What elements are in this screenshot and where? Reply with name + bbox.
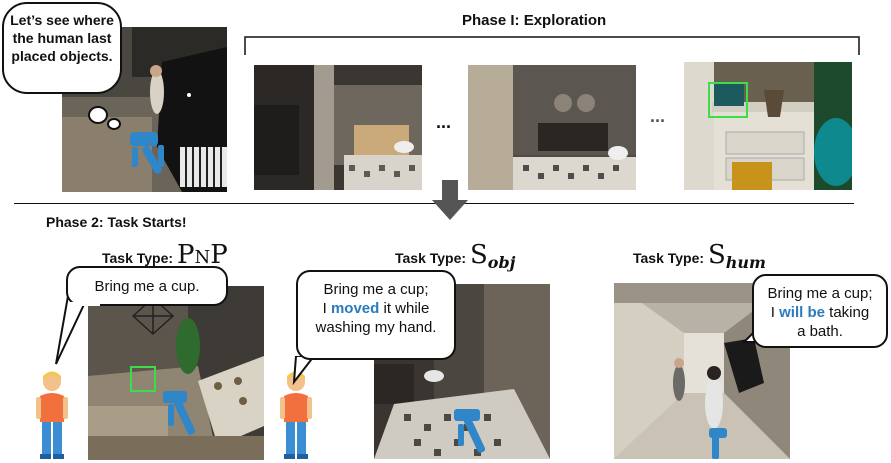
speech-bubble-shum: Bring me a cup; I will be taking a bath. xyxy=(752,274,888,348)
human-avatar xyxy=(36,371,68,459)
speech-line: Bring me a cup; xyxy=(323,281,429,298)
speech-fragment: it while xyxy=(379,300,430,317)
speech-highlight: will be xyxy=(779,304,825,321)
thought-bubble-text: Let’s see where the human last placed ob… xyxy=(10,12,114,64)
speech-fragment: I xyxy=(322,300,331,317)
task-type-pnp: Task Type: PnP xyxy=(102,240,228,270)
speech-line: I moved it while xyxy=(298,299,454,318)
exploration-frame-1 xyxy=(254,65,422,190)
ellipsis-2: ... xyxy=(650,106,666,126)
speech-line: washing my hand. xyxy=(315,319,437,336)
pnp-scene-image xyxy=(88,286,264,460)
speech-fragment: I xyxy=(770,304,780,321)
task-type-label: Task Type: xyxy=(395,250,467,266)
phase1-title: Phase I: Exploration xyxy=(462,12,607,29)
speech-line: Bring me a cup; xyxy=(767,285,873,302)
target-box-pnp xyxy=(130,366,156,392)
thought-bubble: Let’s see where the human last placed ob… xyxy=(2,2,122,94)
shum-scene-image xyxy=(614,283,790,459)
exploration-frame-3 xyxy=(684,62,852,190)
thought-bubble-tail xyxy=(88,106,121,130)
speech-fragment: taking xyxy=(824,304,870,321)
speech-bubble-tail xyxy=(55,296,90,365)
speech-line: a bath. xyxy=(797,323,843,340)
speech-line: I will be taking xyxy=(754,303,886,322)
speech-highlight: moved xyxy=(330,300,380,317)
task-symbol-pnp: PnP xyxy=(176,240,228,270)
speech-bubble-pnp: Bring me a cup. xyxy=(66,266,228,306)
target-box-frame3 xyxy=(708,82,748,118)
task-type-shum: Task Type: Shum xyxy=(633,240,766,272)
task-symbol-s: S xyxy=(469,240,488,270)
task-type-label: Task Type: xyxy=(102,250,174,266)
section-divider xyxy=(14,203,854,204)
task-type-sobj: Task Type: Sobj xyxy=(395,240,516,272)
human-avatar xyxy=(280,371,312,459)
task-subscript-obj: obj xyxy=(487,253,516,272)
task-type-label: Task Type: xyxy=(633,250,705,266)
exploration-frame-2 xyxy=(468,65,636,190)
phase1-bracket xyxy=(244,36,860,55)
robot-scene-image xyxy=(62,27,227,192)
ellipsis-1: ... xyxy=(436,112,452,132)
task-symbol-s: S xyxy=(707,240,726,270)
phase2-title: Phase 2: Task Starts! xyxy=(46,214,187,230)
speech-text: Bring me a cup. xyxy=(94,278,200,295)
down-arrow xyxy=(432,180,468,220)
task-subscript-hum: hum xyxy=(725,253,766,272)
speech-bubble-sobj: Bring me a cup; I moved it while washing… xyxy=(296,270,456,360)
bubble-tail-joint xyxy=(70,302,100,306)
speech-bubble-tail xyxy=(292,356,316,386)
